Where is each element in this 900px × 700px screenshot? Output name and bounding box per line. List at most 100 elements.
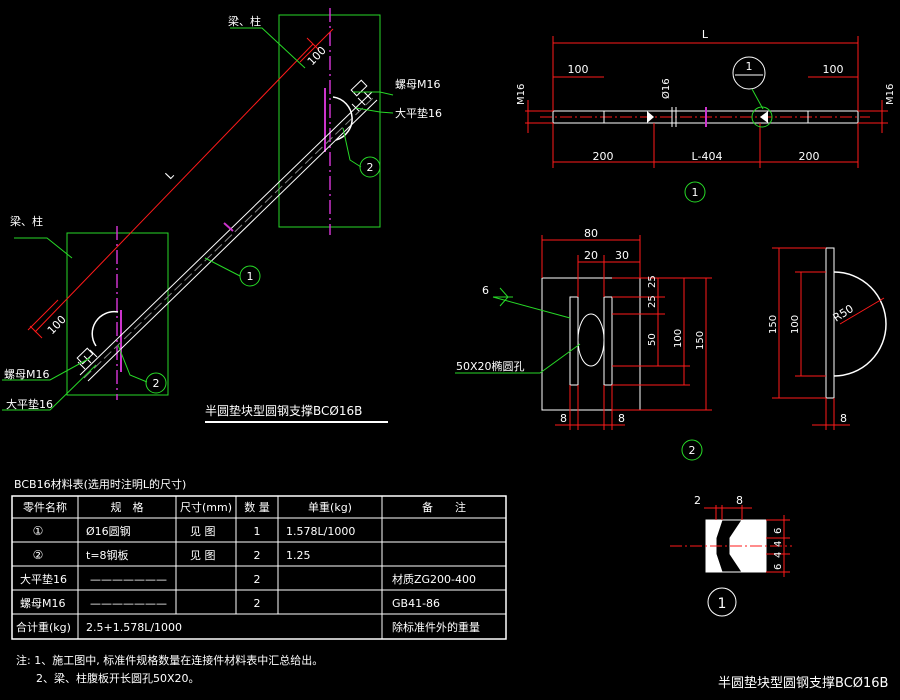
dim-100-bottom-line: [27, 299, 59, 331]
leader-washer-bottom: [2, 364, 97, 411]
table-cell: 大平垫16: [20, 572, 67, 586]
table-row: ② t=8钢板 见 图 2 1.25: [33, 548, 311, 562]
slot-label-text: 50X20椭圆孔: [456, 359, 525, 373]
rod-caption-circle: [684, 181, 706, 203]
leader-nut-bottom: [2, 357, 91, 381]
table-cell: 见 图: [190, 549, 216, 562]
table-header: 备 注: [422, 500, 466, 514]
slot-right: [603, 296, 613, 386]
table-border: [11, 495, 507, 640]
table-header-row: 零件名称 规 格 尺寸(mm) 数 量 单重(kg) 备 注: [23, 500, 466, 514]
weld-leader: [492, 296, 571, 319]
dim-100-plate-text: 100: [673, 329, 684, 348]
dim-30-text: 30: [615, 249, 629, 262]
thread-top: [351, 91, 372, 112]
table-header: 尺寸(mm): [180, 500, 232, 514]
side-dim-100-text: 100: [790, 315, 801, 334]
note-line-1: 注: 1、施工图中, 标准件规格数量在连接件材料表中汇总给出。: [16, 653, 323, 667]
m16-right-text: M16: [885, 84, 896, 105]
dim-L-tick-b: [306, 37, 320, 51]
oval-hole: [577, 313, 605, 367]
detail-dim-8-text: 8: [736, 494, 743, 507]
section-symbol-circle: [732, 56, 766, 90]
detail-caption-text: 1: [718, 596, 727, 612]
callout-1-text: 1: [247, 270, 254, 283]
detail-notch: [715, 519, 743, 573]
dim-8-right-text: 8: [618, 412, 625, 425]
detail-dim-4b: 4: [773, 552, 784, 558]
table-cell: 1: [254, 525, 261, 538]
dim-100-top-text: 100: [305, 44, 329, 68]
table-cell: t=8钢板: [86, 548, 129, 562]
table-grid: [12, 496, 506, 639]
table-row: 大平垫16 ——————— 2 材质ZG200-400: [20, 572, 476, 586]
leader-nut-top: [353, 91, 394, 96]
rod-caption-text: 1: [692, 186, 699, 199]
radius-line: [839, 297, 885, 325]
section-symbol-text: 1: [746, 60, 753, 73]
main-view: L 100 100 梁、柱 梁、柱 螺母M16 大平垫16 螺母M16 大平垫1…: [2, 8, 442, 423]
material-table: BCB16材料表(选用时注明L的尺寸) 零件名称 规 格 尺寸(mm) 数 量 …: [11, 477, 507, 640]
plate-view: 80 20 30 25 25 50 100 150 6 50X20椭圆孔: [455, 227, 712, 461]
dim-L-line: [34, 43, 314, 333]
leader-callout-2-bottom: [117, 344, 148, 383]
side-dim-8-text: 8: [840, 412, 847, 425]
label-washer-bottom: 大平垫16: [6, 397, 53, 411]
dim-25-text: 25: [647, 275, 658, 288]
dim-L-tick-a: [29, 325, 43, 339]
table-cell: 2: [254, 597, 261, 610]
dim-100-top-line: [299, 28, 334, 63]
top-nut: [350, 79, 368, 97]
dim-L-rod-text: L: [702, 28, 709, 41]
rod-view: Ø16 L 100 100 M16 M16 200 L-404 200 1: [516, 28, 896, 203]
leader-beam-left: [14, 237, 73, 259]
main-view-title: 半圆垫块型圆钢支撑BCØ16B: [205, 403, 362, 418]
label-nut-top: 螺母M16: [395, 78, 441, 91]
table-cell: 2: [254, 549, 261, 562]
leader-beam-top: [230, 27, 306, 69]
dim-80-text: 80: [584, 227, 598, 240]
table-header: 数 量: [244, 501, 270, 514]
dim-L-text: L: [163, 168, 177, 182]
table-total-row: 合计重(kg) 2.5+1.578L/1000 除标准件外的重量: [16, 620, 480, 634]
cut-mark-right: [760, 111, 768, 123]
side-half-round: [833, 271, 887, 377]
table-total-value: 2.5+1.578L/1000: [86, 621, 182, 634]
table-cell: ———————: [90, 597, 167, 610]
section-symbol-leader: [751, 88, 764, 110]
detail-dim-2-text: 2: [694, 494, 701, 507]
slot-label-leader: [455, 343, 581, 374]
rod-centerline: [83, 95, 376, 379]
callout-2-bottom-text: 2: [153, 377, 160, 390]
dim-phi16-text: Ø16: [660, 78, 672, 99]
table-cell: Ø16圆钢: [86, 525, 131, 538]
dim-8-left-text: 8: [560, 412, 567, 425]
table-cell: ①: [33, 524, 44, 538]
m16-left-text: M16: [516, 84, 527, 105]
table-row: 螺母M16 ——————— 2 GB41-86: [20, 597, 440, 610]
slot-left: [569, 296, 579, 386]
plate-caption-circle: [681, 439, 703, 461]
note-line-2: 2、梁、柱腹板开长圆孔50X20。: [36, 671, 200, 685]
table-cell: 1.25: [286, 549, 311, 562]
leader-callout-2-top: [342, 127, 362, 168]
rod-edge-b: [87, 99, 378, 382]
top-half-round-block: [332, 96, 353, 141]
table-cell: GB41-86: [392, 597, 440, 610]
label-beam-column-top: 梁、柱: [228, 14, 261, 28]
table-total-label: 合计重(kg): [16, 620, 71, 634]
table-cell: 2: [254, 573, 261, 586]
label-beam-column-left: 梁、柱: [10, 214, 43, 228]
dim-200-right-text: 200: [799, 150, 820, 163]
dim-50-text: 50: [647, 333, 658, 346]
dim-25b-text: 25: [647, 295, 658, 308]
table-title: BCB16材料表(选用时注明L的尺寸): [14, 477, 186, 491]
detail-dim-4: 4: [773, 541, 784, 547]
side-dim-150-text: 150: [768, 315, 779, 334]
callout-2-bottom-circle: [145, 372, 167, 394]
plate-outline: [541, 277, 641, 411]
dim-100-left-text: 100: [568, 63, 589, 76]
side-view: R50 150 100 8: [768, 247, 887, 430]
